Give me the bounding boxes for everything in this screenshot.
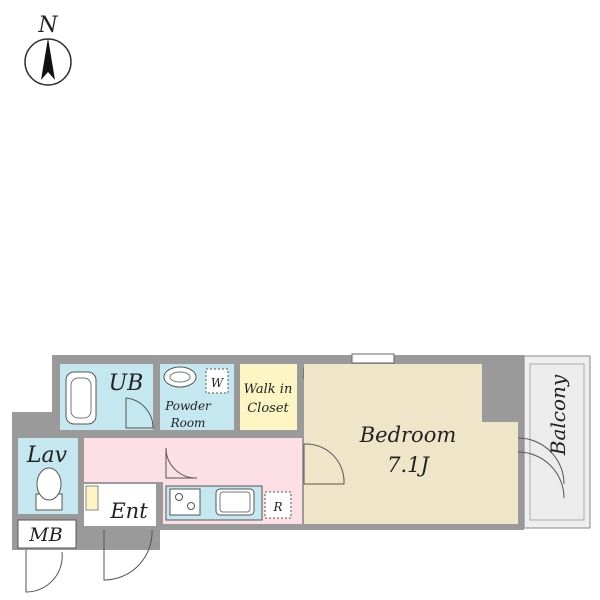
bedroom-label: Bedroom xyxy=(359,423,457,447)
mb-door-swing xyxy=(25,550,63,593)
fridge-label: R xyxy=(272,500,282,514)
shoe-cabinet xyxy=(85,485,99,511)
washbasin xyxy=(163,366,197,388)
toilet-bowl xyxy=(36,467,62,501)
balcony-door-swing-2 xyxy=(517,451,565,499)
bathtub xyxy=(65,371,97,425)
powder-room-label-1: Powder xyxy=(164,399,212,413)
washer-space xyxy=(205,368,229,394)
bedroom-size-label: 7.1J xyxy=(387,453,430,477)
compass: N xyxy=(24,13,72,86)
balcony-door-swing xyxy=(517,437,565,485)
bedroom-area xyxy=(304,364,482,524)
bathtub-inner xyxy=(70,377,92,419)
bedroom-door-swing xyxy=(303,443,345,485)
wall-column xyxy=(480,362,518,422)
hallway-area xyxy=(84,438,302,482)
entrance-door-swing xyxy=(103,529,153,581)
balcony-label: Balcony xyxy=(546,374,570,456)
sink-bowl xyxy=(219,491,251,513)
washbasin-bowl xyxy=(169,371,191,383)
closet-label-1: Walk in xyxy=(244,382,293,397)
walk-in-closet-area xyxy=(240,364,297,430)
balcony-inner xyxy=(529,363,585,521)
meter-box-label: MB xyxy=(28,524,62,546)
ub-label: UB xyxy=(109,371,144,396)
compass-label: N xyxy=(37,13,58,38)
burner-1 xyxy=(175,493,183,501)
meter-box xyxy=(17,519,77,549)
window-top xyxy=(351,353,395,364)
washer-label: W xyxy=(211,376,225,390)
ub-door-swing xyxy=(125,397,154,429)
kitchen-sink xyxy=(215,488,255,516)
lav-label: Lav xyxy=(26,443,68,468)
fridge-space xyxy=(264,491,292,519)
closet-label-2: Closet xyxy=(247,401,289,416)
bedroom-nook xyxy=(482,422,518,524)
powder-door-swing xyxy=(165,447,198,479)
powder-room-label-2: Room xyxy=(170,416,206,430)
stove xyxy=(169,488,201,516)
burner-2 xyxy=(187,502,195,510)
entrance-label: Ent xyxy=(109,499,148,523)
north-arrow-pointer xyxy=(41,38,55,80)
